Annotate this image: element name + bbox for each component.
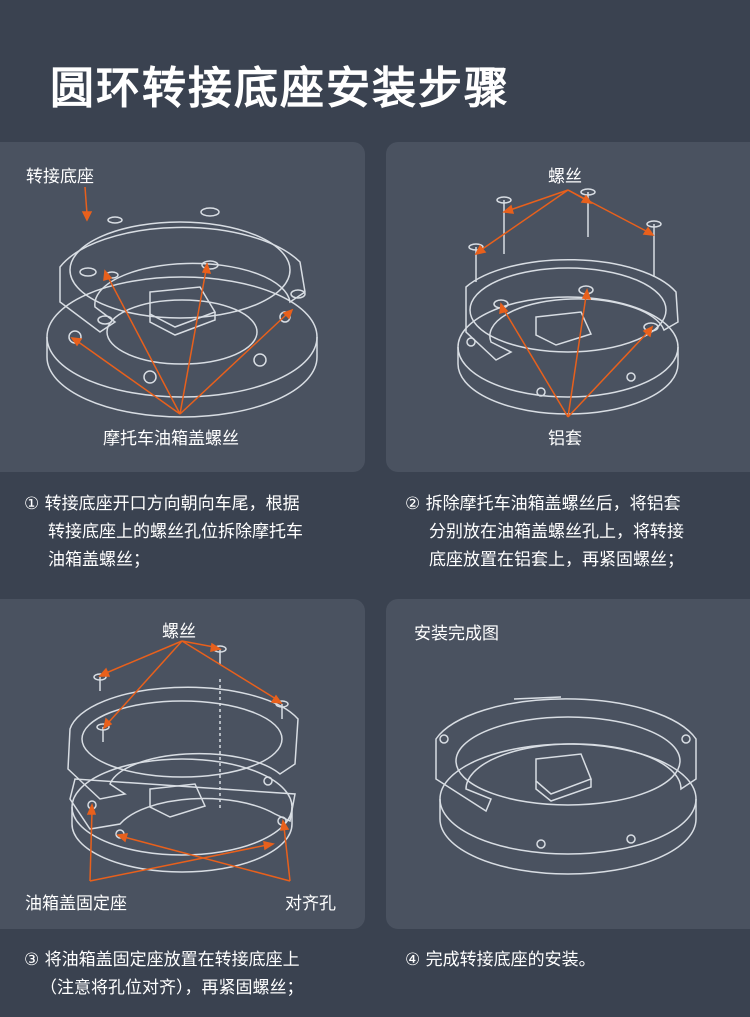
step2-line2: 分别放在油箱盖螺丝孔上，将转接 [429, 522, 684, 542]
step1-line1: 转接底座开口方向朝向车尾，根据 [44, 494, 300, 514]
step1-illustration-panel: 转接底座 摩托车油箱盖螺丝 [0, 142, 365, 472]
step2-illustration-panel: 螺丝 铝套 [386, 142, 750, 472]
step3-number: ③ [24, 950, 40, 970]
step2-number: ② [405, 494, 421, 514]
label-tank-cap-screws: 摩托车油箱盖螺丝 [103, 429, 239, 449]
label-screws: 螺丝 [548, 167, 582, 187]
mount-seat-diagram [67, 640, 299, 882]
step4-number: ④ [405, 950, 421, 970]
label-screws-step3: 螺丝 [162, 622, 196, 642]
step3-illustration-panel: 螺丝 油箱盖固定座 对齐孔 [0, 599, 365, 929]
step2-line3: 底座放置在铝套上，再紧固螺丝； [429, 550, 684, 570]
step4-text: ④ 完成转接底座的安装。 [405, 946, 750, 974]
step4-illustration-panel: 安装完成图 [386, 599, 750, 929]
label-tank-cap-mount-seat: 油箱盖固定座 [25, 894, 127, 914]
label-installation-complete: 安装完成图 [414, 624, 499, 644]
step2-text: ② 拆除摩托车油箱盖螺丝后，将铝套 分别放在油箱盖螺丝孔上，将转接 底座放置在铝… [405, 490, 750, 574]
step2-line1: 拆除摩托车油箱盖螺丝后，将铝套 [425, 494, 681, 514]
adapter-base-diagram [46, 186, 318, 418]
step1-line3: 油箱盖螺丝； [48, 550, 150, 570]
step4-line1: 完成转接底座的安装。 [425, 950, 596, 970]
completed-installation-diagram [435, 696, 697, 875]
label-alignment-holes: 对齐孔 [285, 894, 336, 914]
label-aluminum-sleeve: 铝套 [548, 429, 582, 449]
step1-text: ① 转接底座开口方向朝向车尾，根据 转接底座上的螺丝孔位拆除摩托车 油箱盖螺丝； [24, 490, 364, 574]
step1-number: ① [24, 494, 40, 514]
screws-sleeves-diagram [457, 188, 679, 418]
label-adapter-base: 转接底座 [26, 167, 94, 187]
step3-line1: 将油箱盖固定座放置在转接底座上 [44, 950, 300, 970]
page-title: 圆环转接底座安装步骤 [50, 63, 510, 114]
step3-text: ③ 将油箱盖固定座放置在转接底座上 （注意将孔位对齐），再紧固螺丝； [24, 946, 369, 1002]
step3-line2: （注意将孔位对齐），再紧固螺丝； [40, 978, 304, 998]
step1-line2: 转接底座上的螺丝孔位拆除摩托车 [48, 522, 303, 542]
